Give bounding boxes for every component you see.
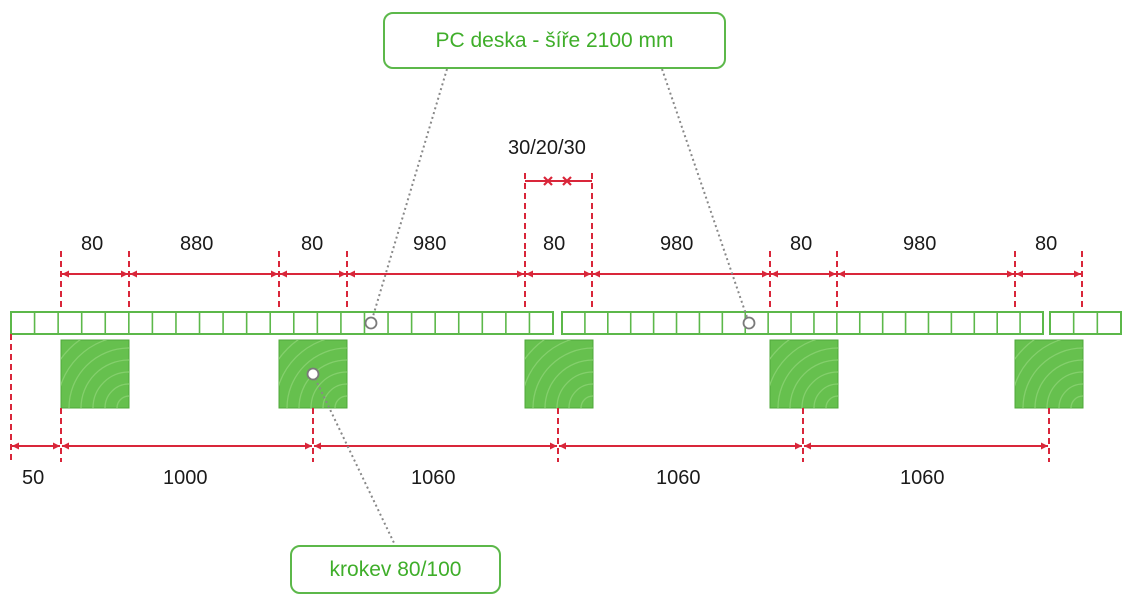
rafter-grain-ring — [1015, 340, 1035, 360]
rafter-grain-ring — [1058, 383, 1083, 408]
gap-cross-mark — [562, 176, 572, 186]
board-leader-line — [661, 68, 750, 324]
rafter-grain-ring — [104, 383, 129, 408]
rafter-grain-ring — [61, 340, 108, 387]
leader-anchor-dot — [306, 367, 320, 381]
leader-anchor-dot — [742, 316, 756, 330]
board-callout: PC deska - šíře 2100 mm — [383, 12, 726, 69]
rafter-leader-line — [312, 373, 396, 546]
top-dimension-label: 980 — [660, 233, 694, 255]
top-dimension-label: 980 — [903, 233, 937, 255]
rafter-grain-ring — [286, 347, 347, 408]
rafter-grain-ring — [789, 359, 838, 408]
rafter-grain-ring — [310, 371, 347, 408]
rafter-grain-ring — [580, 395, 593, 408]
rafter-grain-ring — [334, 395, 347, 408]
rafter-grain-ring — [68, 347, 129, 408]
top-dimension-label: 880 — [180, 233, 214, 255]
pc-board — [561, 311, 1044, 335]
pc-board — [10, 311, 554, 335]
rafter-grain-ring — [279, 340, 299, 360]
top-dimension-label: 980 — [413, 233, 447, 255]
top-dimension-label: 80 — [790, 233, 813, 255]
rafter-grain-ring — [279, 340, 326, 387]
top-dimension-label: 80 — [543, 233, 566, 255]
rafter-grain-ring — [801, 371, 838, 408]
rafter-grain-ring — [1070, 395, 1083, 408]
rafter-grain-ring — [825, 395, 838, 408]
rafter-grain-ring — [532, 347, 593, 408]
rafter-grain-ring — [1034, 359, 1083, 408]
gap-cross-mark — [543, 176, 553, 186]
rafter-grain-ring — [322, 383, 347, 408]
rafter-grain-ring — [568, 383, 593, 408]
rafter-grain-ring — [770, 340, 817, 387]
rafter-grain-ring — [116, 395, 129, 408]
rafter-grain-ring — [777, 347, 838, 408]
rafter-grain-ring — [525, 340, 545, 360]
top-dimension-label: 80 — [81, 233, 104, 255]
rafter-grain-ring — [1015, 340, 1062, 387]
rafter-grain-ring — [770, 340, 790, 360]
rafter-grain-ring — [61, 340, 81, 360]
bottom-dimension-label: 1060 — [656, 467, 701, 489]
rafter-grain-ring — [80, 359, 129, 408]
rafter-grain-ring — [1046, 371, 1083, 408]
bottom-dimension-label: 50 — [22, 467, 45, 489]
rafter-grain-ring — [525, 340, 572, 387]
gap-label: 30/20/30 — [508, 137, 586, 159]
rafter-callout: krokev 80/100 — [290, 545, 501, 594]
bottom-dimension-label: 1060 — [900, 467, 945, 489]
bottom-dimension-label: 1000 — [163, 467, 208, 489]
board-leader-line — [370, 68, 448, 324]
rafter-grain-ring — [556, 371, 593, 408]
rafter-grain-ring — [544, 359, 593, 408]
pc-board — [1049, 311, 1122, 335]
top-dimension-label: 80 — [1035, 233, 1058, 255]
rafter-grain-ring — [813, 383, 838, 408]
top-dimension-label: 80 — [301, 233, 324, 255]
rafter-grain-ring — [92, 371, 129, 408]
rafter-grain-ring — [1022, 347, 1083, 408]
leader-anchor-dot — [364, 316, 378, 330]
bottom-dimension-label: 1060 — [411, 467, 456, 489]
